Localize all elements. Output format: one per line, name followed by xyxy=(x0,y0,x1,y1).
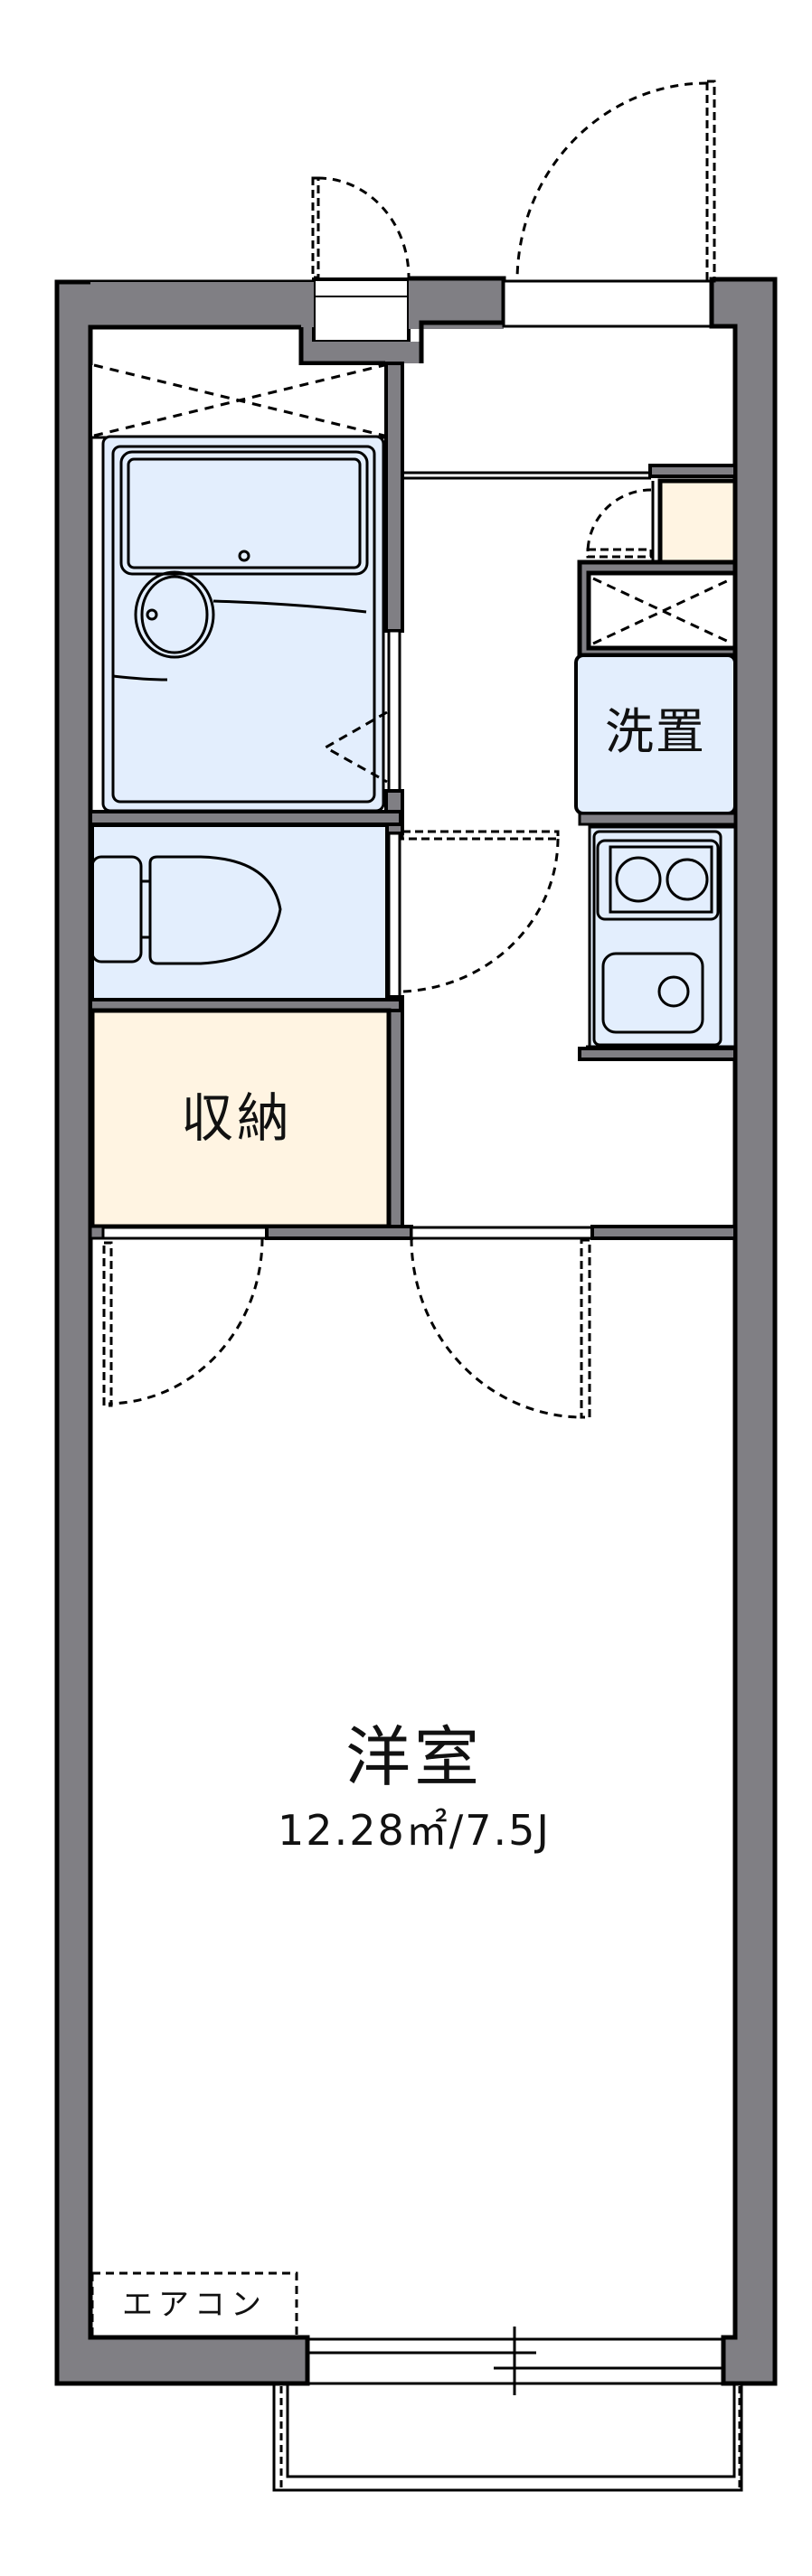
storage-label: 収納 xyxy=(180,1087,294,1149)
room-name: 洋室 xyxy=(345,1719,484,1795)
entrance-door[interactable] xyxy=(515,80,716,283)
drain-icon xyxy=(657,975,690,1008)
shoe-cabinet xyxy=(657,478,738,565)
shoe-cabinet-door xyxy=(586,488,653,559)
balcony-window xyxy=(307,2327,723,2395)
stove xyxy=(596,839,720,921)
toilet-door[interactable] xyxy=(401,830,560,993)
room-door[interactable] xyxy=(410,1237,591,1419)
meter-box xyxy=(312,277,411,343)
room-area: 12.28㎡/7.5J xyxy=(278,1806,551,1855)
entrance-threshold xyxy=(502,279,713,328)
toilet-room xyxy=(90,823,389,1001)
sink xyxy=(601,952,704,1034)
storage xyxy=(90,1008,392,1229)
closet-door[interactable] xyxy=(102,1237,264,1407)
kitchen-counter xyxy=(586,825,737,1050)
burner-icon xyxy=(615,856,662,903)
burner-icon xyxy=(666,858,709,901)
meter-box-door xyxy=(311,176,411,279)
toilet-icon xyxy=(90,855,282,965)
bathtub xyxy=(119,450,369,576)
aircon-label: エアコン xyxy=(122,2287,267,2323)
balcony xyxy=(272,2383,743,2492)
aircon-box xyxy=(90,2271,298,2339)
unit-bath xyxy=(101,435,388,813)
washer-space-label: 洗置 xyxy=(605,703,706,760)
